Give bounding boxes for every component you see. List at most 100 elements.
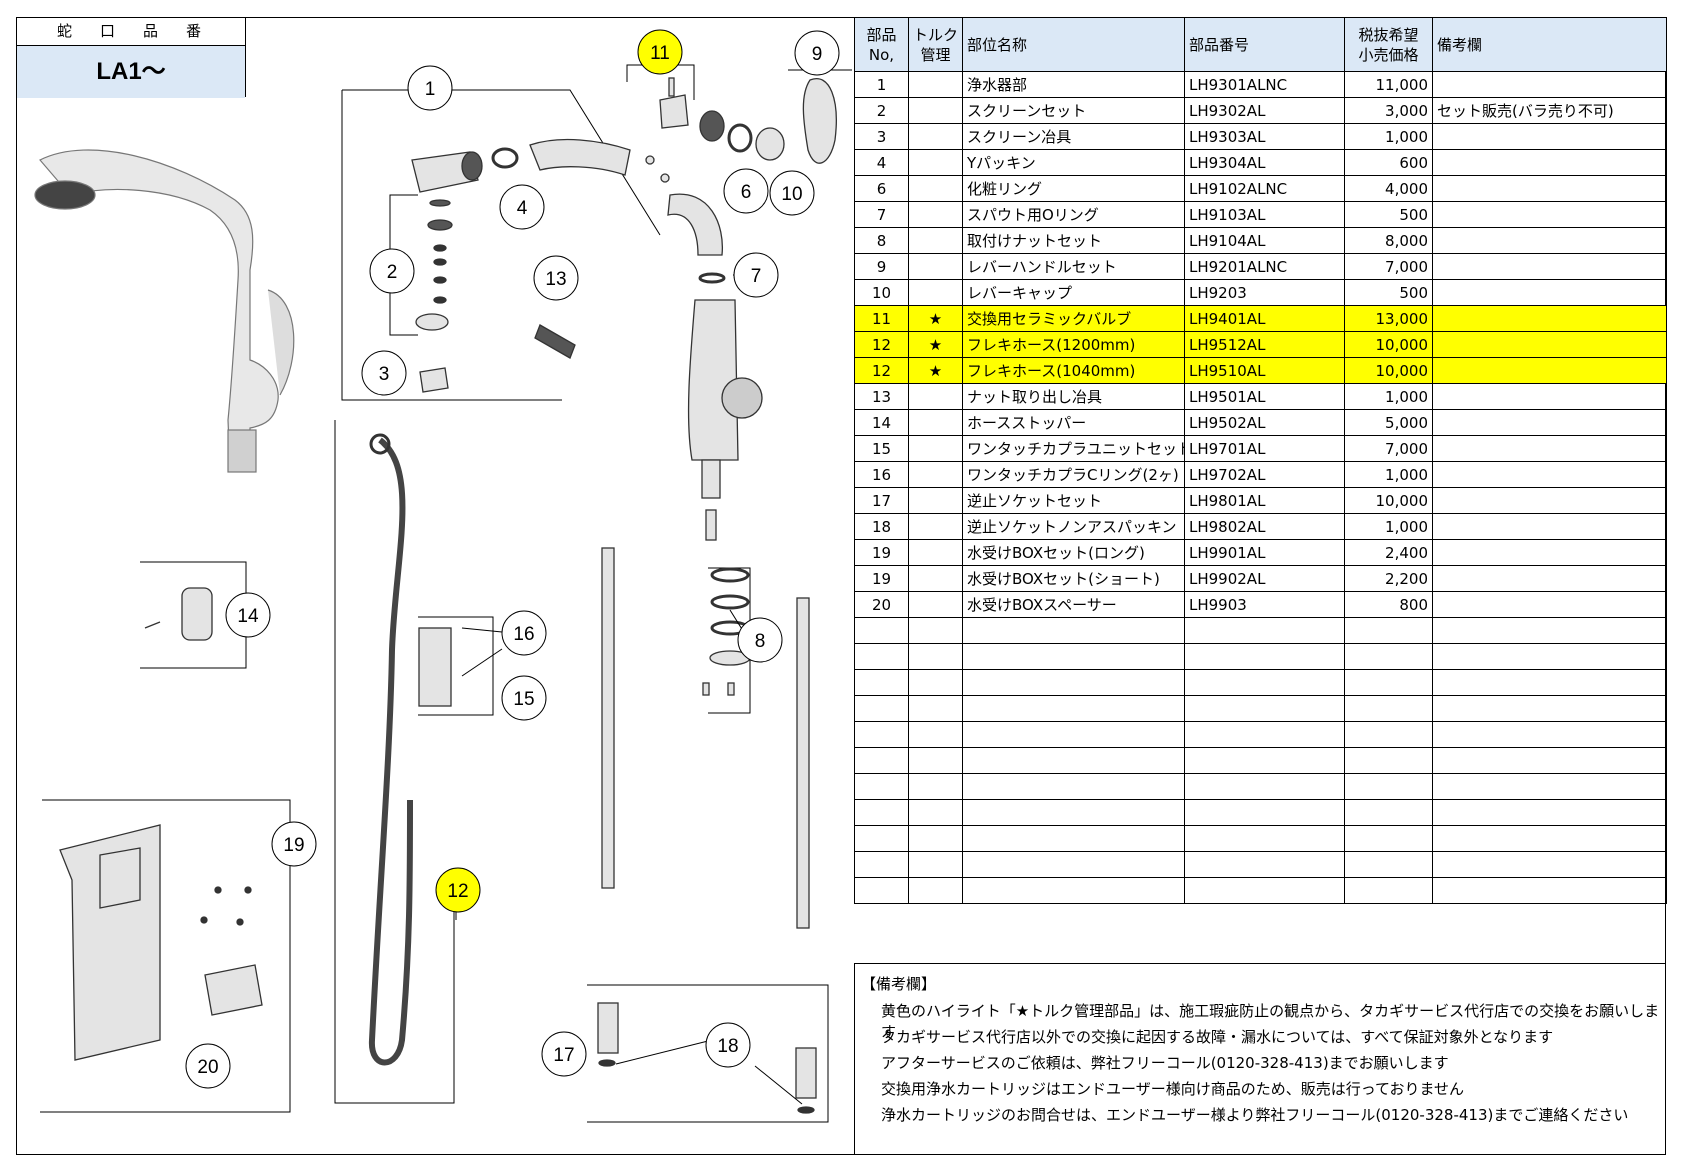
cell-name: フレキホース(1040mm)	[962, 357, 1185, 384]
cell-torque	[908, 383, 963, 410]
cell-remarks	[1432, 357, 1667, 384]
cell-no: 6	[854, 175, 909, 202]
empty-cell	[962, 695, 1185, 722]
cell-no: 18	[854, 513, 909, 540]
cell-no: 1	[854, 71, 909, 98]
cell-price: 7,000	[1344, 253, 1433, 280]
cell-remarks	[1432, 123, 1667, 150]
empty-cell	[1184, 747, 1345, 774]
empty-cell	[908, 695, 963, 722]
callout-16: 16	[501, 610, 547, 656]
cell-name: ナット取り出し冶具	[962, 383, 1185, 410]
svg-text:4: 4	[517, 198, 528, 219]
empty-cell	[962, 643, 1185, 670]
empty-cell	[854, 799, 909, 826]
empty-cell	[1344, 617, 1433, 644]
empty-cell	[854, 877, 909, 904]
cell-part-number: LH9301ALNC	[1184, 71, 1345, 98]
empty-cell	[1184, 669, 1345, 696]
empty-cell	[1432, 617, 1667, 644]
svg-text:16: 16	[513, 624, 534, 645]
remarks-panel: 【備考欄】 黄色のハイライト「★トルク管理部品」は、施工瑕疵防止の観点から、タカ…	[854, 963, 1666, 1155]
remarks-line: アフターサービスのご依頼は、弊社フリーコール(0120-328-413)までお願…	[881, 1054, 1449, 1072]
remarks-title: 【備考欄】	[861, 975, 937, 993]
group1-bracket-left	[341, 90, 562, 401]
cell-torque: ★	[908, 331, 963, 358]
empty-cell	[962, 617, 1185, 644]
cell-torque	[908, 409, 963, 436]
cell-remarks	[1432, 201, 1667, 228]
cell-remarks	[1432, 591, 1667, 618]
empty-cell	[1344, 825, 1433, 852]
cell-name: ホースストッパー	[962, 409, 1185, 436]
svg-text:8: 8	[755, 631, 766, 652]
cell-torque	[908, 487, 963, 514]
cell-price: 1,000	[1344, 461, 1433, 488]
cell-remarks	[1432, 227, 1667, 254]
callout-13: 13	[533, 255, 579, 301]
faucet-illustration	[34, 149, 295, 473]
callout-11: 11	[637, 29, 683, 75]
cell-remarks	[1432, 253, 1667, 280]
table-row-blank	[854, 721, 1667, 748]
callout-20: 20	[185, 1043, 231, 1089]
model-box: 蛇口品番 LA1〜	[16, 17, 246, 98]
empty-cell	[854, 747, 909, 774]
cell-no: 20	[854, 591, 909, 618]
cell-torque	[908, 435, 963, 462]
cell-no: 14	[854, 409, 909, 436]
svg-text:7: 7	[751, 266, 762, 287]
cell-remarks	[1432, 175, 1667, 202]
empty-cell	[1184, 773, 1345, 800]
cell-name: 化粧リング	[962, 175, 1185, 202]
cell-no: 3	[854, 123, 909, 150]
cell-torque	[908, 201, 963, 228]
cell-no: 12	[854, 357, 909, 384]
cell-name: 水受けBOXセット(ショート)	[962, 565, 1185, 592]
cell-torque	[908, 279, 963, 306]
empty-cell	[1432, 695, 1667, 722]
table-row-blank	[854, 669, 1667, 696]
cell-no: 19	[854, 565, 909, 592]
cell-torque	[908, 591, 963, 618]
cell-remarks	[1432, 539, 1667, 566]
empty-cell	[1184, 851, 1345, 878]
empty-cell	[854, 643, 909, 670]
hose-bracket	[334, 420, 455, 1104]
cell-price: 800	[1344, 591, 1433, 618]
empty-cell	[854, 721, 909, 748]
cell-part-number: LH9702AL	[1184, 461, 1345, 488]
table-row-blank	[854, 695, 1667, 722]
cell-price: 2,400	[1344, 539, 1433, 566]
empty-cell	[1344, 721, 1433, 748]
cell-torque	[908, 227, 963, 254]
empty-cell	[1184, 825, 1345, 852]
cell-part-number: LH9512AL	[1184, 331, 1345, 358]
callout-3: 3	[361, 350, 407, 396]
cell-price: 500	[1344, 201, 1433, 228]
cell-part-number: LH9903	[1184, 591, 1345, 618]
empty-cell	[854, 695, 909, 722]
table-row-blank	[854, 825, 1667, 852]
socket-bracket	[587, 984, 829, 1123]
cell-price: 1,000	[1344, 383, 1433, 410]
empty-cell	[1344, 747, 1433, 774]
empty-cell	[962, 851, 1185, 878]
cell-price: 11,000	[1344, 71, 1433, 98]
cell-no: 2	[854, 97, 909, 124]
cell-part-number: LH9901AL	[1184, 539, 1345, 566]
header-remarks: 備考欄	[1432, 17, 1667, 72]
cell-no: 12	[854, 331, 909, 358]
table-row-blank	[854, 747, 1667, 774]
cell-name: ワンタッチカプラユニットセット	[962, 435, 1185, 462]
empty-cell	[854, 773, 909, 800]
svg-text:9: 9	[812, 44, 823, 65]
